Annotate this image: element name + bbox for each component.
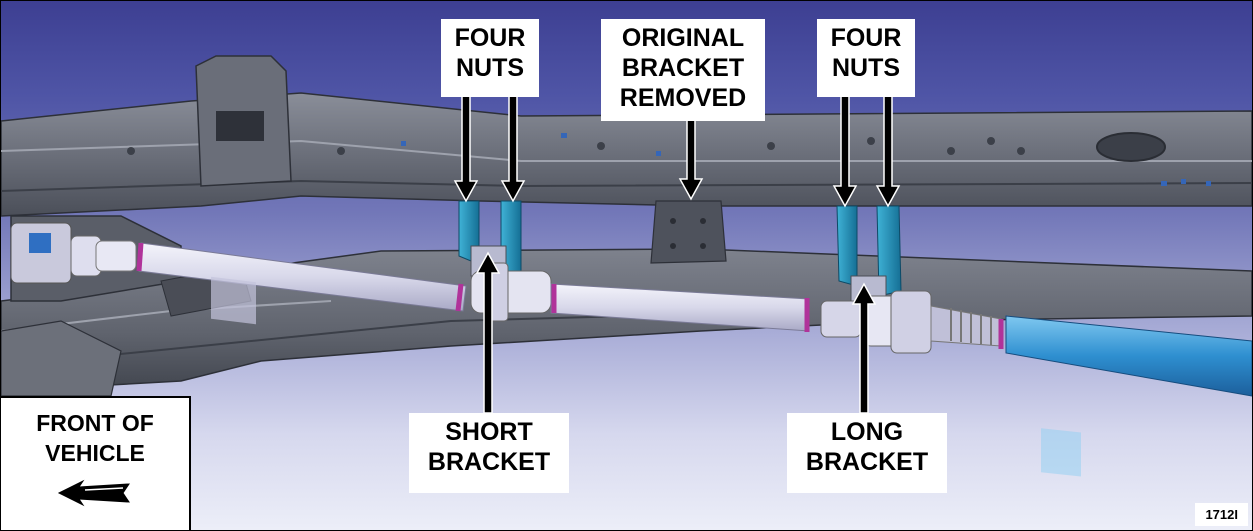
callout-arrows (453, 95, 901, 414)
front-label-line-2: VEHICLE (45, 440, 145, 466)
label-short-bracket: SHORT BRACKET (409, 413, 569, 493)
upper-frame-rail (1, 55, 1252, 217)
figure-id: 1712I (1195, 503, 1248, 526)
label-four-nuts-left: FOUR NUTS (441, 19, 539, 97)
long-bracket (836, 205, 902, 309)
label-original-line-3: REMOVED (619, 84, 747, 112)
label-long-line-1: LONG (830, 418, 904, 446)
label-long-bracket: LONG BRACKET (787, 413, 947, 493)
label-original-bracket-removed: ORIGINAL BRACKET REMOVED (601, 19, 765, 121)
label-four-nuts-right-line-1: FOUR (830, 24, 902, 52)
front-label-line-1: FRONT OF (36, 410, 154, 436)
front-of-vehicle-box: FRONT OF VEHICLE (1, 396, 191, 530)
front-driveshaft (136, 242, 467, 325)
label-original-line-2: BRACKET (621, 54, 745, 82)
front-u-joint (10, 222, 137, 284)
label-four-nuts-right-line-2: NUTS (831, 54, 901, 82)
label-long-line-2: BRACKET (805, 448, 929, 476)
rear-u-joint (820, 290, 1004, 354)
label-four-nuts-right: FOUR NUTS (817, 19, 915, 97)
front-arrow-icon (57, 479, 130, 507)
label-short-line-2: BRACKET (427, 448, 551, 476)
label-short-line-1: SHORT (445, 418, 533, 446)
label-four-nuts-left-line-1: FOUR (454, 24, 526, 52)
label-original-line-1: ORIGINAL (621, 24, 745, 52)
middle-driveshaft (550, 283, 810, 332)
rear-driveshaft (1005, 315, 1252, 477)
label-four-nuts-left-line-2: NUTS (455, 54, 525, 82)
